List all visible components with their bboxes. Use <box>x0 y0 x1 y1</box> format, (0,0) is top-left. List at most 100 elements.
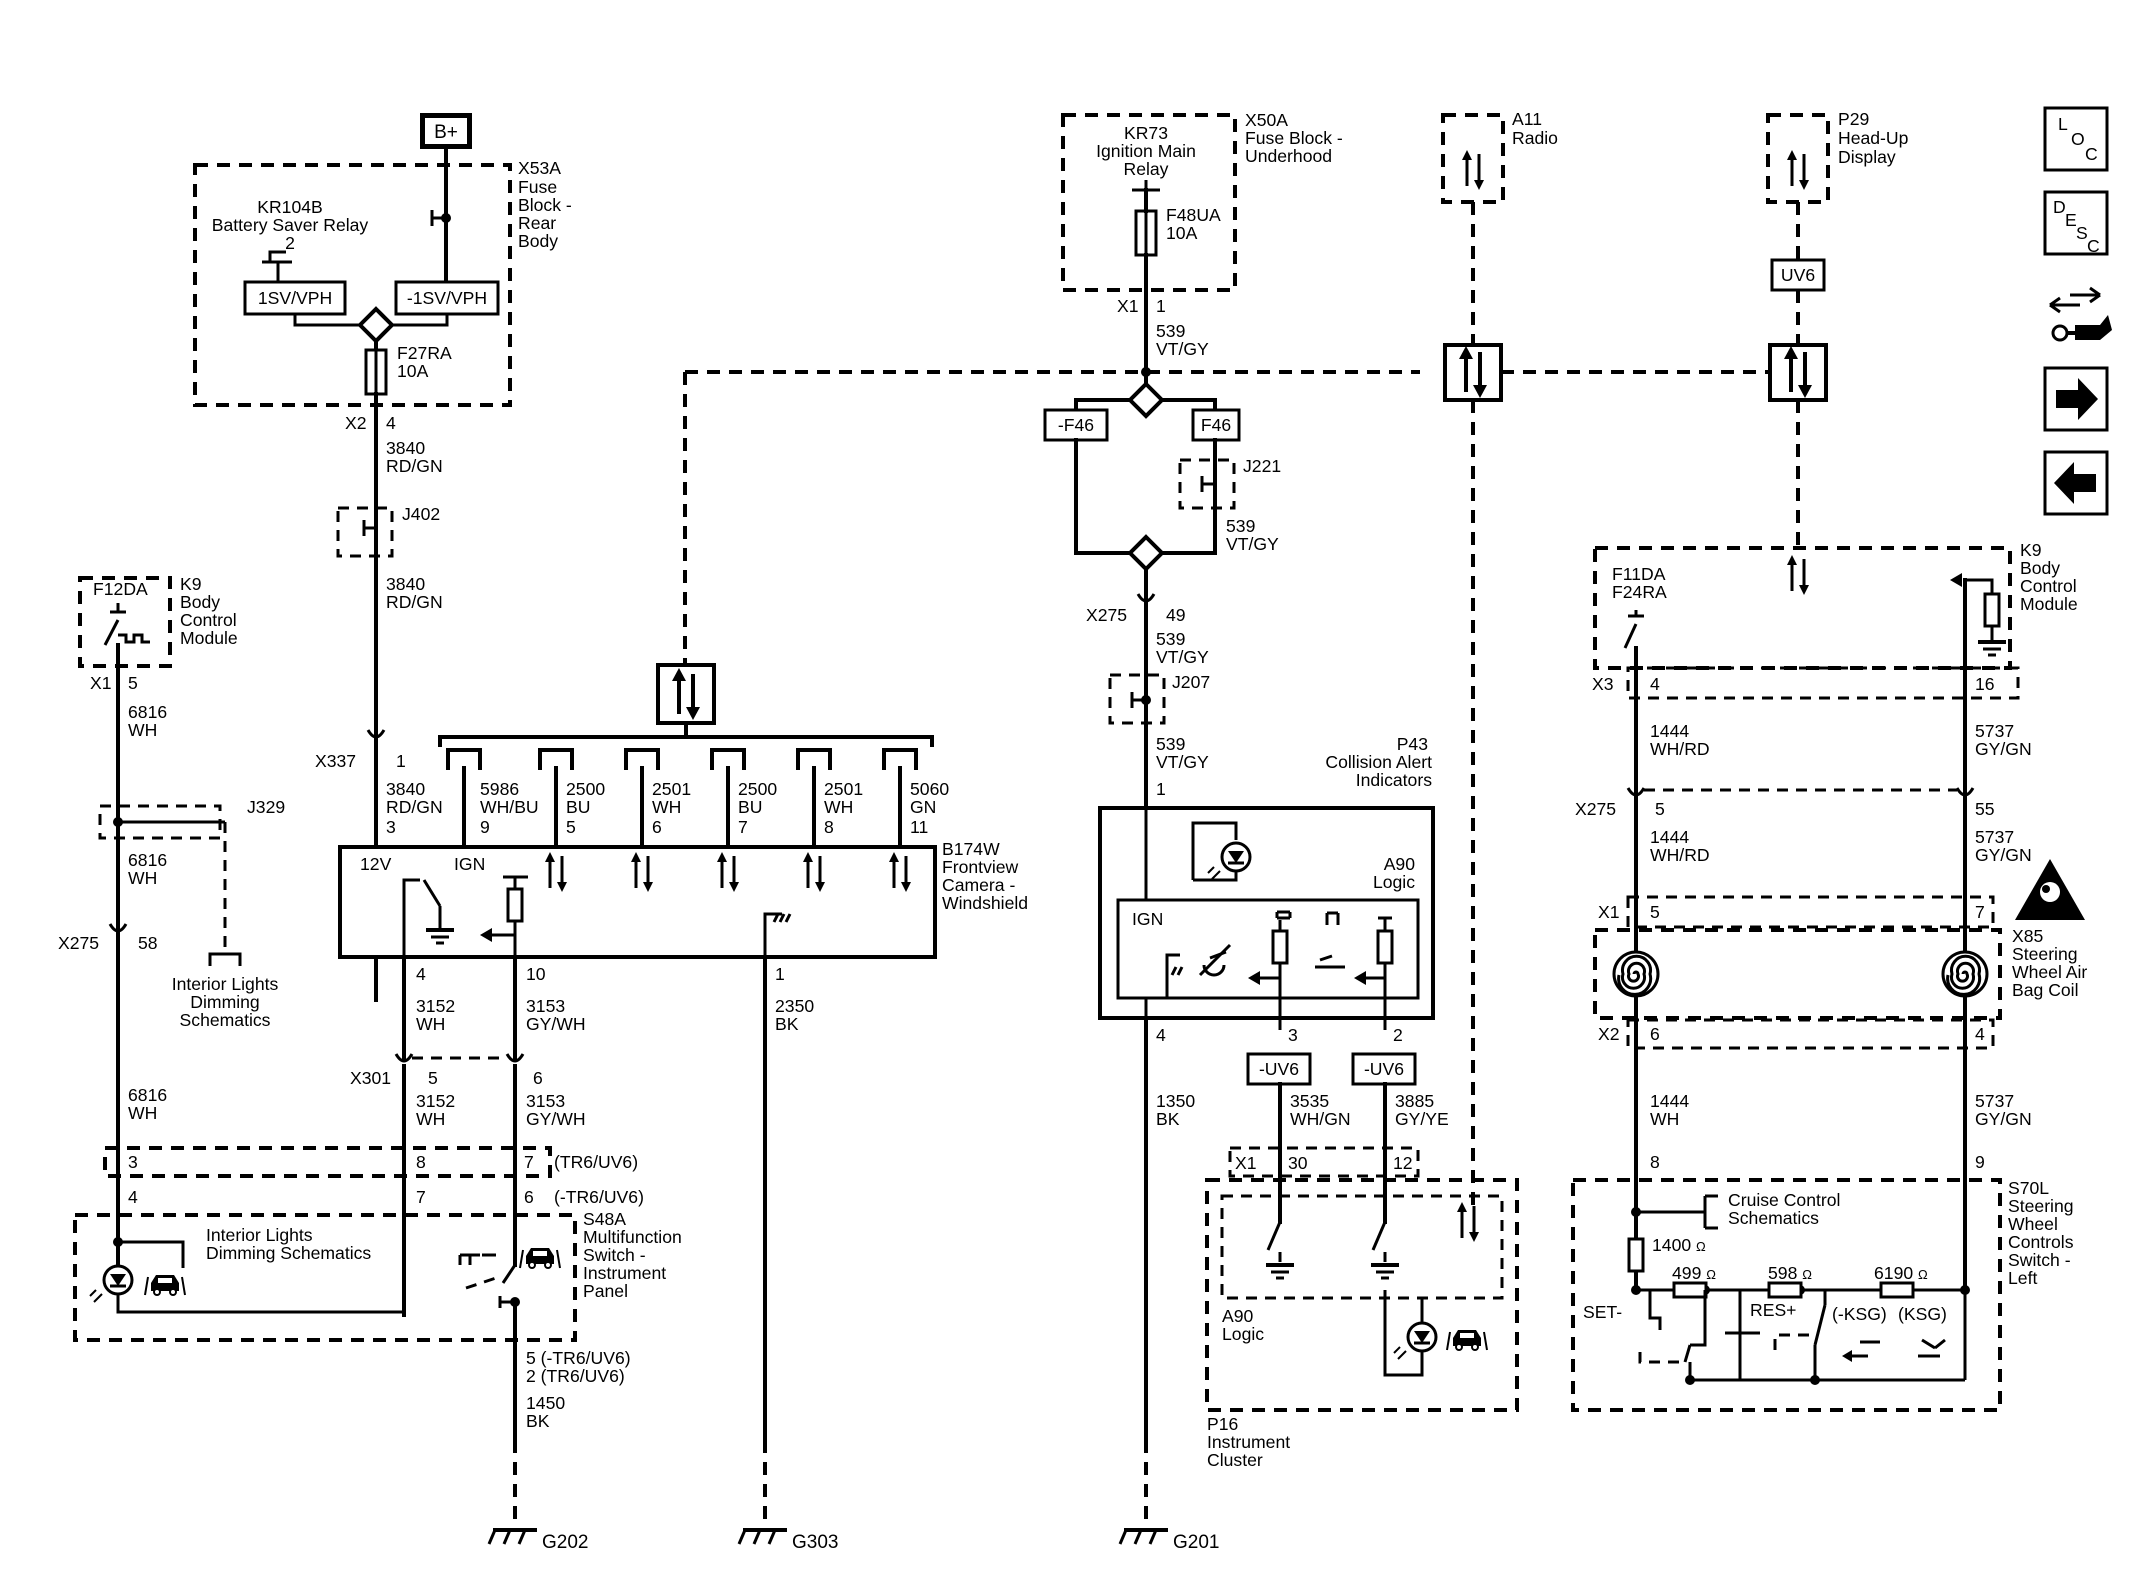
ground-g202-icon <box>487 1528 539 1546</box>
w6816c-color: WH <box>128 1103 157 1123</box>
desc-s: S <box>2076 223 2088 243</box>
cam-pin-1: 1 <box>775 964 785 984</box>
tag-1sv-vph-text: 1SV/VPH <box>258 288 332 308</box>
bcm-right-fuse-0: F11DA <box>1612 564 1666 584</box>
kr73-label: KR73 <box>1124 123 1168 143</box>
x1-cluster-pin-b: 12 <box>1393 1153 1413 1173</box>
a90-ign: IGN <box>1132 909 1163 929</box>
w1450-num: 1450 <box>526 1393 565 1413</box>
x2-coil: X2 <box>1598 1024 1620 1044</box>
cluster-ground-2-icon <box>1369 1263 1401 1280</box>
loc-l: L <box>2058 114 2068 134</box>
x3-label: X3 <box>1592 674 1614 694</box>
w3840c-num: 3840 <box>386 779 425 799</box>
w5737b-num: 5737 <box>1975 827 2014 847</box>
hud-bus-arrow-box <box>1768 343 1828 402</box>
hud-name: P29 <box>1838 109 1869 129</box>
kr104b-desc: Battery Saver Relay <box>212 215 369 235</box>
f48ua-rating: 10A <box>1166 223 1198 243</box>
w3840b-color: RD/GN <box>386 592 443 612</box>
tag-neg-1sv-vph-text: -1SV/VPH <box>407 288 487 308</box>
bcm-left-name: K9 <box>180 574 202 594</box>
hud-desc-1: Display <box>1838 147 1896 167</box>
j402-label: J402 <box>402 504 440 524</box>
kr104b-label: KR104B <box>257 197 323 217</box>
splice-diamond-2 <box>1128 382 1164 418</box>
x50a-desc-0: Fuse Block - <box>1245 128 1343 148</box>
interior-ref-1: Dimming <box>190 992 259 1012</box>
s70l-desc-0: Steering <box>2008 1196 2074 1216</box>
description-button[interactable]: D E S C <box>2043 190 2109 256</box>
cam-pin-9: 9 <box>480 817 490 837</box>
bcm-right-desc-2: Module <box>2020 594 2078 614</box>
cam-ign-resistor-icon <box>506 887 524 923</box>
cluster-a90-desc: Logic <box>1222 1324 1264 1344</box>
p43-pin-3: 3 <box>1288 1025 1298 1045</box>
x85-name: X85 <box>2012 926 2044 946</box>
x2-conn: X2 <box>345 413 367 433</box>
f27ra-label: F27RA <box>397 343 452 363</box>
w2501b-num: 2501 <box>824 779 863 799</box>
w2500a-color: BU <box>566 797 590 817</box>
g202-label: G202 <box>542 1532 588 1553</box>
interior-ref-2: Schematics <box>180 1010 271 1030</box>
camera-bus-arrow-box <box>656 663 716 725</box>
bcm-right-resistor-icon <box>1983 592 2001 628</box>
x2-coil-pin-b: 4 <box>1975 1024 1985 1044</box>
w539d-num: 539 <box>1156 734 1185 754</box>
cam-desc-0: Frontview <box>942 857 1019 877</box>
previous-page-button[interactable] <box>2043 450 2109 516</box>
s48a-desc-3: Panel <box>583 1281 628 1301</box>
interior-ref-0: Interior Lights <box>172 974 279 994</box>
x85-connector-x1 <box>1626 895 1995 929</box>
w5737c-color: GY/GN <box>1975 1109 2032 1129</box>
x3-pin-b: 16 <box>1975 674 1995 694</box>
bcm-right-ground-icon <box>1976 640 2008 657</box>
s48a-interior-1: Dimming Schematics <box>206 1243 371 1263</box>
steering-wheel-controls-switch <box>1571 1178 2002 1412</box>
ksg-label: (KSG) <box>1898 1304 1947 1324</box>
x275-right: X275 <box>1575 799 1616 819</box>
x85-desc-0: Steering <box>2012 944 2078 964</box>
splice-j329 <box>98 804 225 840</box>
fuse-block-underhood <box>1061 113 1237 292</box>
w5737b-color: GY/GN <box>1975 845 2032 865</box>
airbag-coil-module <box>1593 928 2002 1020</box>
arrow-left-icon <box>2054 462 2096 504</box>
w3885-num: 3885 <box>1395 1091 1434 1111</box>
s48a-desc-0: Multifunction <box>583 1227 682 1247</box>
next-page-button[interactable] <box>2043 366 2109 432</box>
cam-name: B174W <box>942 839 1000 859</box>
s70l-name: S70L <box>2008 1178 2049 1198</box>
w1444c-color: WH <box>1650 1109 1679 1129</box>
s48a-opt-a: (TR6/UV6) <box>554 1152 638 1172</box>
w5060-num: 5060 <box>910 779 949 799</box>
cam-pin-10: 10 <box>526 964 546 984</box>
splice-j402 <box>336 506 394 558</box>
radio-bus-arrow-box <box>1443 343 1503 402</box>
arrow-right-icon <box>2056 378 2098 420</box>
f27ra-rating: 10A <box>397 361 429 381</box>
bplus-terminal: B+ <box>420 113 472 149</box>
x275-mid-pin: 49 <box>1166 605 1186 625</box>
bcm-right-desc-0: Body <box>2020 558 2060 578</box>
x337-label: X337 <box>315 751 356 771</box>
x2-coil-pin-a: 6 <box>1650 1024 1660 1044</box>
desc-d: D <box>2053 197 2066 217</box>
w3535-color: WH/GN <box>1290 1109 1351 1129</box>
location-button[interactable]: L O C <box>2043 106 2109 172</box>
a90-resistor-1-icon <box>1271 929 1289 965</box>
s48a-row1-a: 3 <box>128 1152 138 1172</box>
w2501a-color: WH <box>652 797 681 817</box>
w2350-color: BK <box>775 1014 799 1034</box>
x301-label: X301 <box>350 1068 391 1088</box>
connector-tools-icon[interactable] <box>2049 286 2112 342</box>
bus-pin-8 <box>796 748 832 849</box>
p43-desc-1: Indicators <box>1356 770 1432 790</box>
x85-desc-1: Wheel Air <box>2012 962 2087 982</box>
w3535-num: 3535 <box>1290 1091 1329 1111</box>
cam-12v: 12V <box>360 854 392 874</box>
tag-neg-1sv-vph <box>394 280 500 316</box>
bcm-right-fuse-1: F24RA <box>1612 582 1667 602</box>
a90-label: A90 <box>1384 854 1416 874</box>
